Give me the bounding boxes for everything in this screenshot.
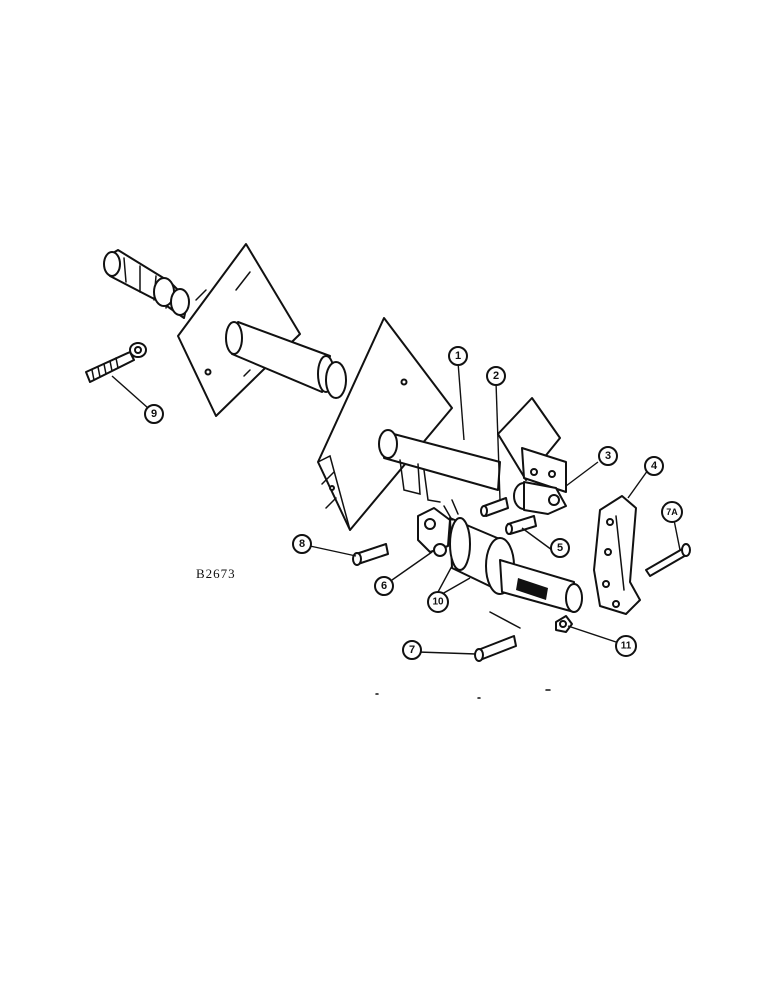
clevis-3: [513, 481, 567, 515]
clevis-pin-8: [352, 543, 389, 566]
pin-2: [480, 497, 509, 517]
callout-3: 3: [598, 446, 618, 466]
svg-text:11: 11: [621, 641, 632, 652]
rear-mounting-plate: [317, 317, 453, 531]
svg-text:4: 4: [651, 460, 658, 472]
pin-5: [505, 515, 537, 535]
callout-7a: 7A: [661, 501, 683, 523]
svg-text:7A: 7A: [666, 507, 678, 517]
svg-text:3: 3: [605, 450, 611, 462]
side-bracket: [497, 397, 567, 493]
callout-8: 8: [292, 534, 312, 554]
svg-text:5: 5: [557, 542, 563, 554]
svg-text:8: 8: [299, 538, 305, 550]
eye-bolt-9: [85, 342, 147, 383]
nut-11: [555, 615, 573, 633]
pin-7: [474, 611, 521, 662]
callout-10: 10: [427, 591, 449, 613]
svg-text:2: 2: [493, 370, 499, 382]
callout-7: 7: [402, 640, 422, 660]
leader-lines: [111, 361, 681, 655]
callout-5: 5: [550, 538, 570, 558]
callout-9: 9: [144, 404, 164, 424]
callout-4: 4: [644, 456, 664, 476]
callout-11: 11: [615, 635, 637, 657]
svg-text:9: 9: [151, 408, 157, 420]
hydraulic-cylinder: [417, 499, 583, 613]
svg-text:7: 7: [409, 644, 415, 656]
svg-text:10: 10: [432, 597, 444, 608]
main-tube: [225, 321, 347, 399]
bolt-7a: [645, 543, 691, 577]
callout-6: 6: [374, 576, 394, 596]
drawing-reference-code: B2673: [196, 566, 236, 581]
callout-2: 2: [486, 366, 506, 386]
svg-text:6: 6: [381, 580, 387, 592]
splined-shaft-end: [103, 249, 190, 319]
link-plate-4: [593, 495, 641, 615]
cross-tube: [378, 429, 501, 503]
callout-1: 1: [448, 346, 468, 366]
svg-text:1: 1: [455, 350, 461, 362]
